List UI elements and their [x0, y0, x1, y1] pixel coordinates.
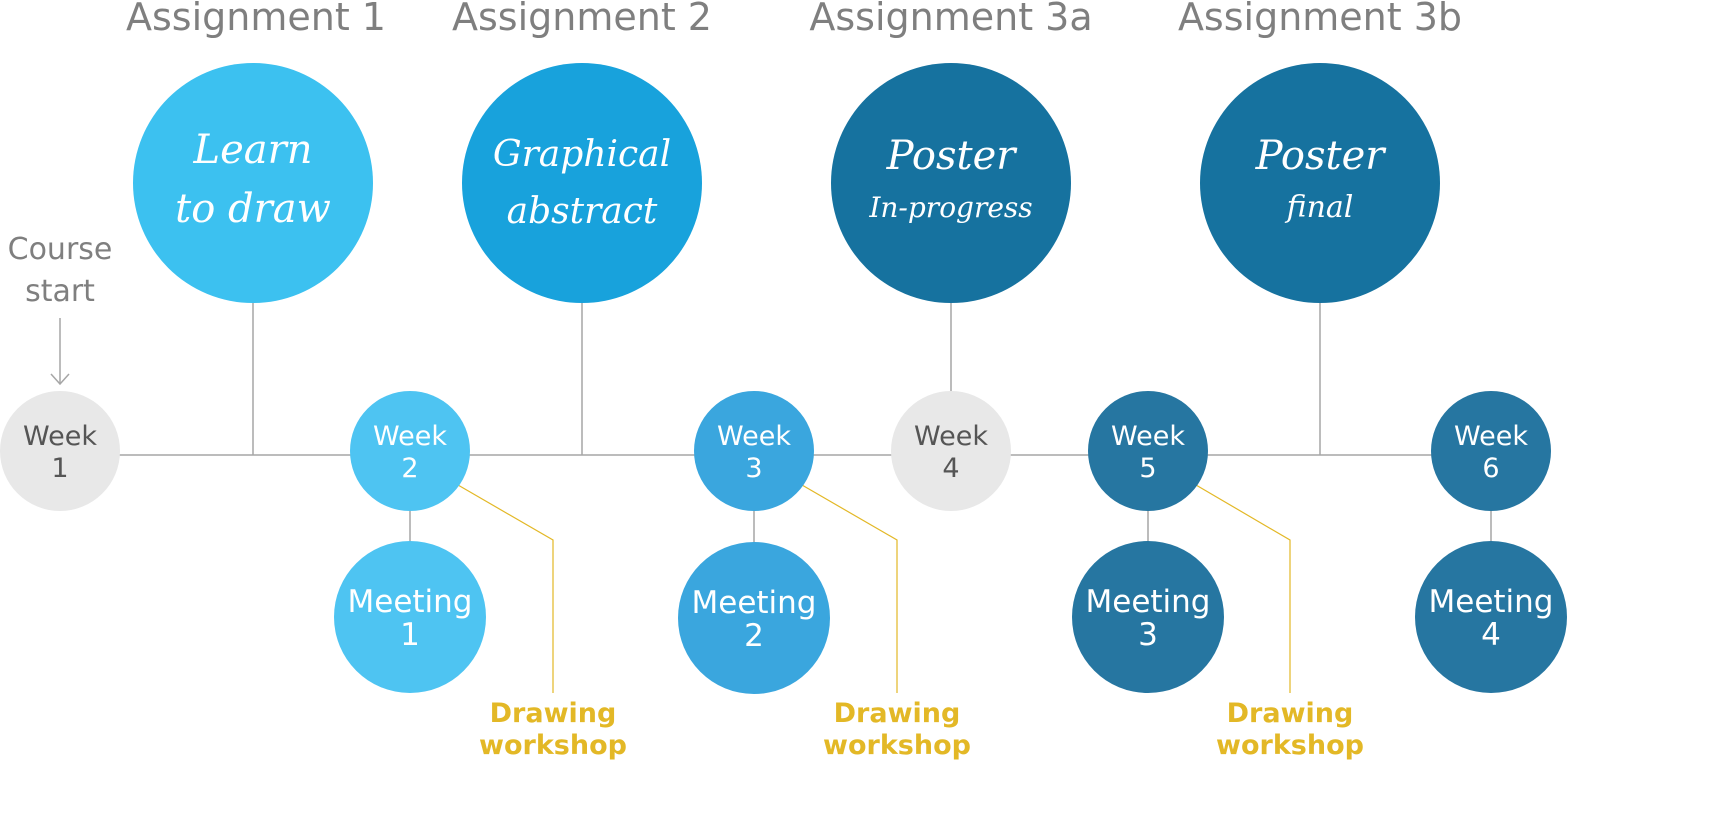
week-1-number: 1 — [51, 453, 68, 484]
week-4-number: 4 — [942, 453, 959, 484]
week-3-label: Week — [717, 421, 791, 452]
assignment-1: Assignment 1 Learn to draw — [126, 0, 386, 303]
assignment-2-circle — [462, 63, 702, 303]
meeting-2-circle — [678, 542, 830, 694]
assignment-3b-circle — [1200, 63, 1440, 303]
meeting-2: Meeting 2 — [678, 542, 830, 694]
course-start-marker: Course start — [8, 232, 113, 386]
workshop-3: Drawing workshop — [1216, 698, 1364, 761]
meeting-4: Meeting 4 — [1415, 541, 1567, 693]
week-6: Week 6 — [1431, 391, 1551, 511]
assignment-2-title: Assignment 2 — [452, 0, 712, 39]
assignment-3b-line1: Poster — [1255, 133, 1388, 179]
week-1-circle — [0, 391, 120, 511]
week-5: Week 5 — [1088, 391, 1208, 511]
meeting-2-number: 2 — [744, 618, 764, 654]
week-4: Week 4 — [891, 391, 1011, 511]
meeting-3: Meeting 3 — [1072, 541, 1224, 693]
week-3-number: 3 — [745, 453, 762, 484]
week-2-circle — [350, 391, 470, 511]
course-start-label-line1: Course — [8, 232, 113, 267]
meeting-4-number: 4 — [1481, 617, 1501, 653]
meeting-1-label: Meeting — [348, 584, 473, 620]
workshop-2-line1: Drawing — [834, 698, 961, 729]
week-2-label: Week — [373, 421, 447, 452]
meeting-4-label: Meeting — [1429, 584, 1554, 620]
assignment-3a-title: Assignment 3a — [809, 0, 1092, 39]
workshop-1: Drawing workshop — [479, 698, 627, 761]
assignment-3a: Assignment 3a Poster In-progress — [809, 0, 1093, 303]
meeting-3-number: 3 — [1138, 617, 1158, 653]
meeting-1-number: 1 — [400, 617, 420, 653]
meeting-4-circle — [1415, 541, 1567, 693]
week-3: Week 3 — [694, 391, 814, 511]
workshop-3-line2: workshop — [1216, 730, 1364, 761]
workshop-3-connector — [1195, 484, 1291, 693]
meeting-1: Meeting 1 — [334, 541, 486, 693]
workshop-2-connector — [801, 484, 898, 693]
week-1-label: Week — [23, 421, 97, 452]
week-6-label: Week — [1454, 421, 1528, 452]
assignment-3a-line1: Poster — [886, 133, 1019, 179]
assignment-3a-circle — [831, 63, 1071, 303]
assignment-2-line1: Graphical — [493, 134, 671, 175]
week-4-label: Week — [914, 421, 988, 452]
week-5-label: Week — [1111, 421, 1185, 452]
meeting-3-label: Meeting — [1086, 584, 1211, 620]
course-start-label-line2: start — [25, 274, 95, 309]
assignment-2-line2: abstract — [507, 191, 658, 232]
assignment-3b-title: Assignment 3b — [1178, 0, 1462, 39]
week-4-circle — [891, 391, 1011, 511]
workshop-1-line2: workshop — [479, 730, 627, 761]
assignment-2: Assignment 2 Graphical abstract — [452, 0, 712, 303]
assignment-1-circle — [133, 63, 373, 303]
workshop-2-line2: workshop — [823, 730, 971, 761]
meeting-1-circle — [334, 541, 486, 693]
week-5-number: 5 — [1139, 453, 1156, 484]
assignment-3a-line2: In-progress — [868, 191, 1032, 224]
assignment-1-line2: to draw — [175, 186, 331, 232]
meeting-2-label: Meeting — [692, 585, 817, 621]
week-2-number: 2 — [401, 453, 418, 484]
week-5-circle — [1088, 391, 1208, 511]
assignment-3b: Assignment 3b Poster final — [1178, 0, 1462, 303]
week-3-circle — [694, 391, 814, 511]
week-1: Week 1 — [0, 391, 120, 511]
meeting-3-circle — [1072, 541, 1224, 693]
workshop-1-line1: Drawing — [490, 698, 617, 729]
workshop-1-connector — [457, 484, 554, 693]
week-6-circle — [1431, 391, 1551, 511]
assignment-3b-line2: final — [1285, 190, 1354, 225]
assignment-1-title: Assignment 1 — [126, 0, 386, 39]
week-2: Week 2 — [350, 391, 470, 511]
week-6-number: 6 — [1482, 453, 1499, 484]
workshop-3-line1: Drawing — [1227, 698, 1354, 729]
assignment-1-line1: Learn — [193, 127, 313, 173]
arrow-down-icon — [50, 318, 70, 386]
workshop-2: Drawing workshop — [823, 698, 971, 761]
